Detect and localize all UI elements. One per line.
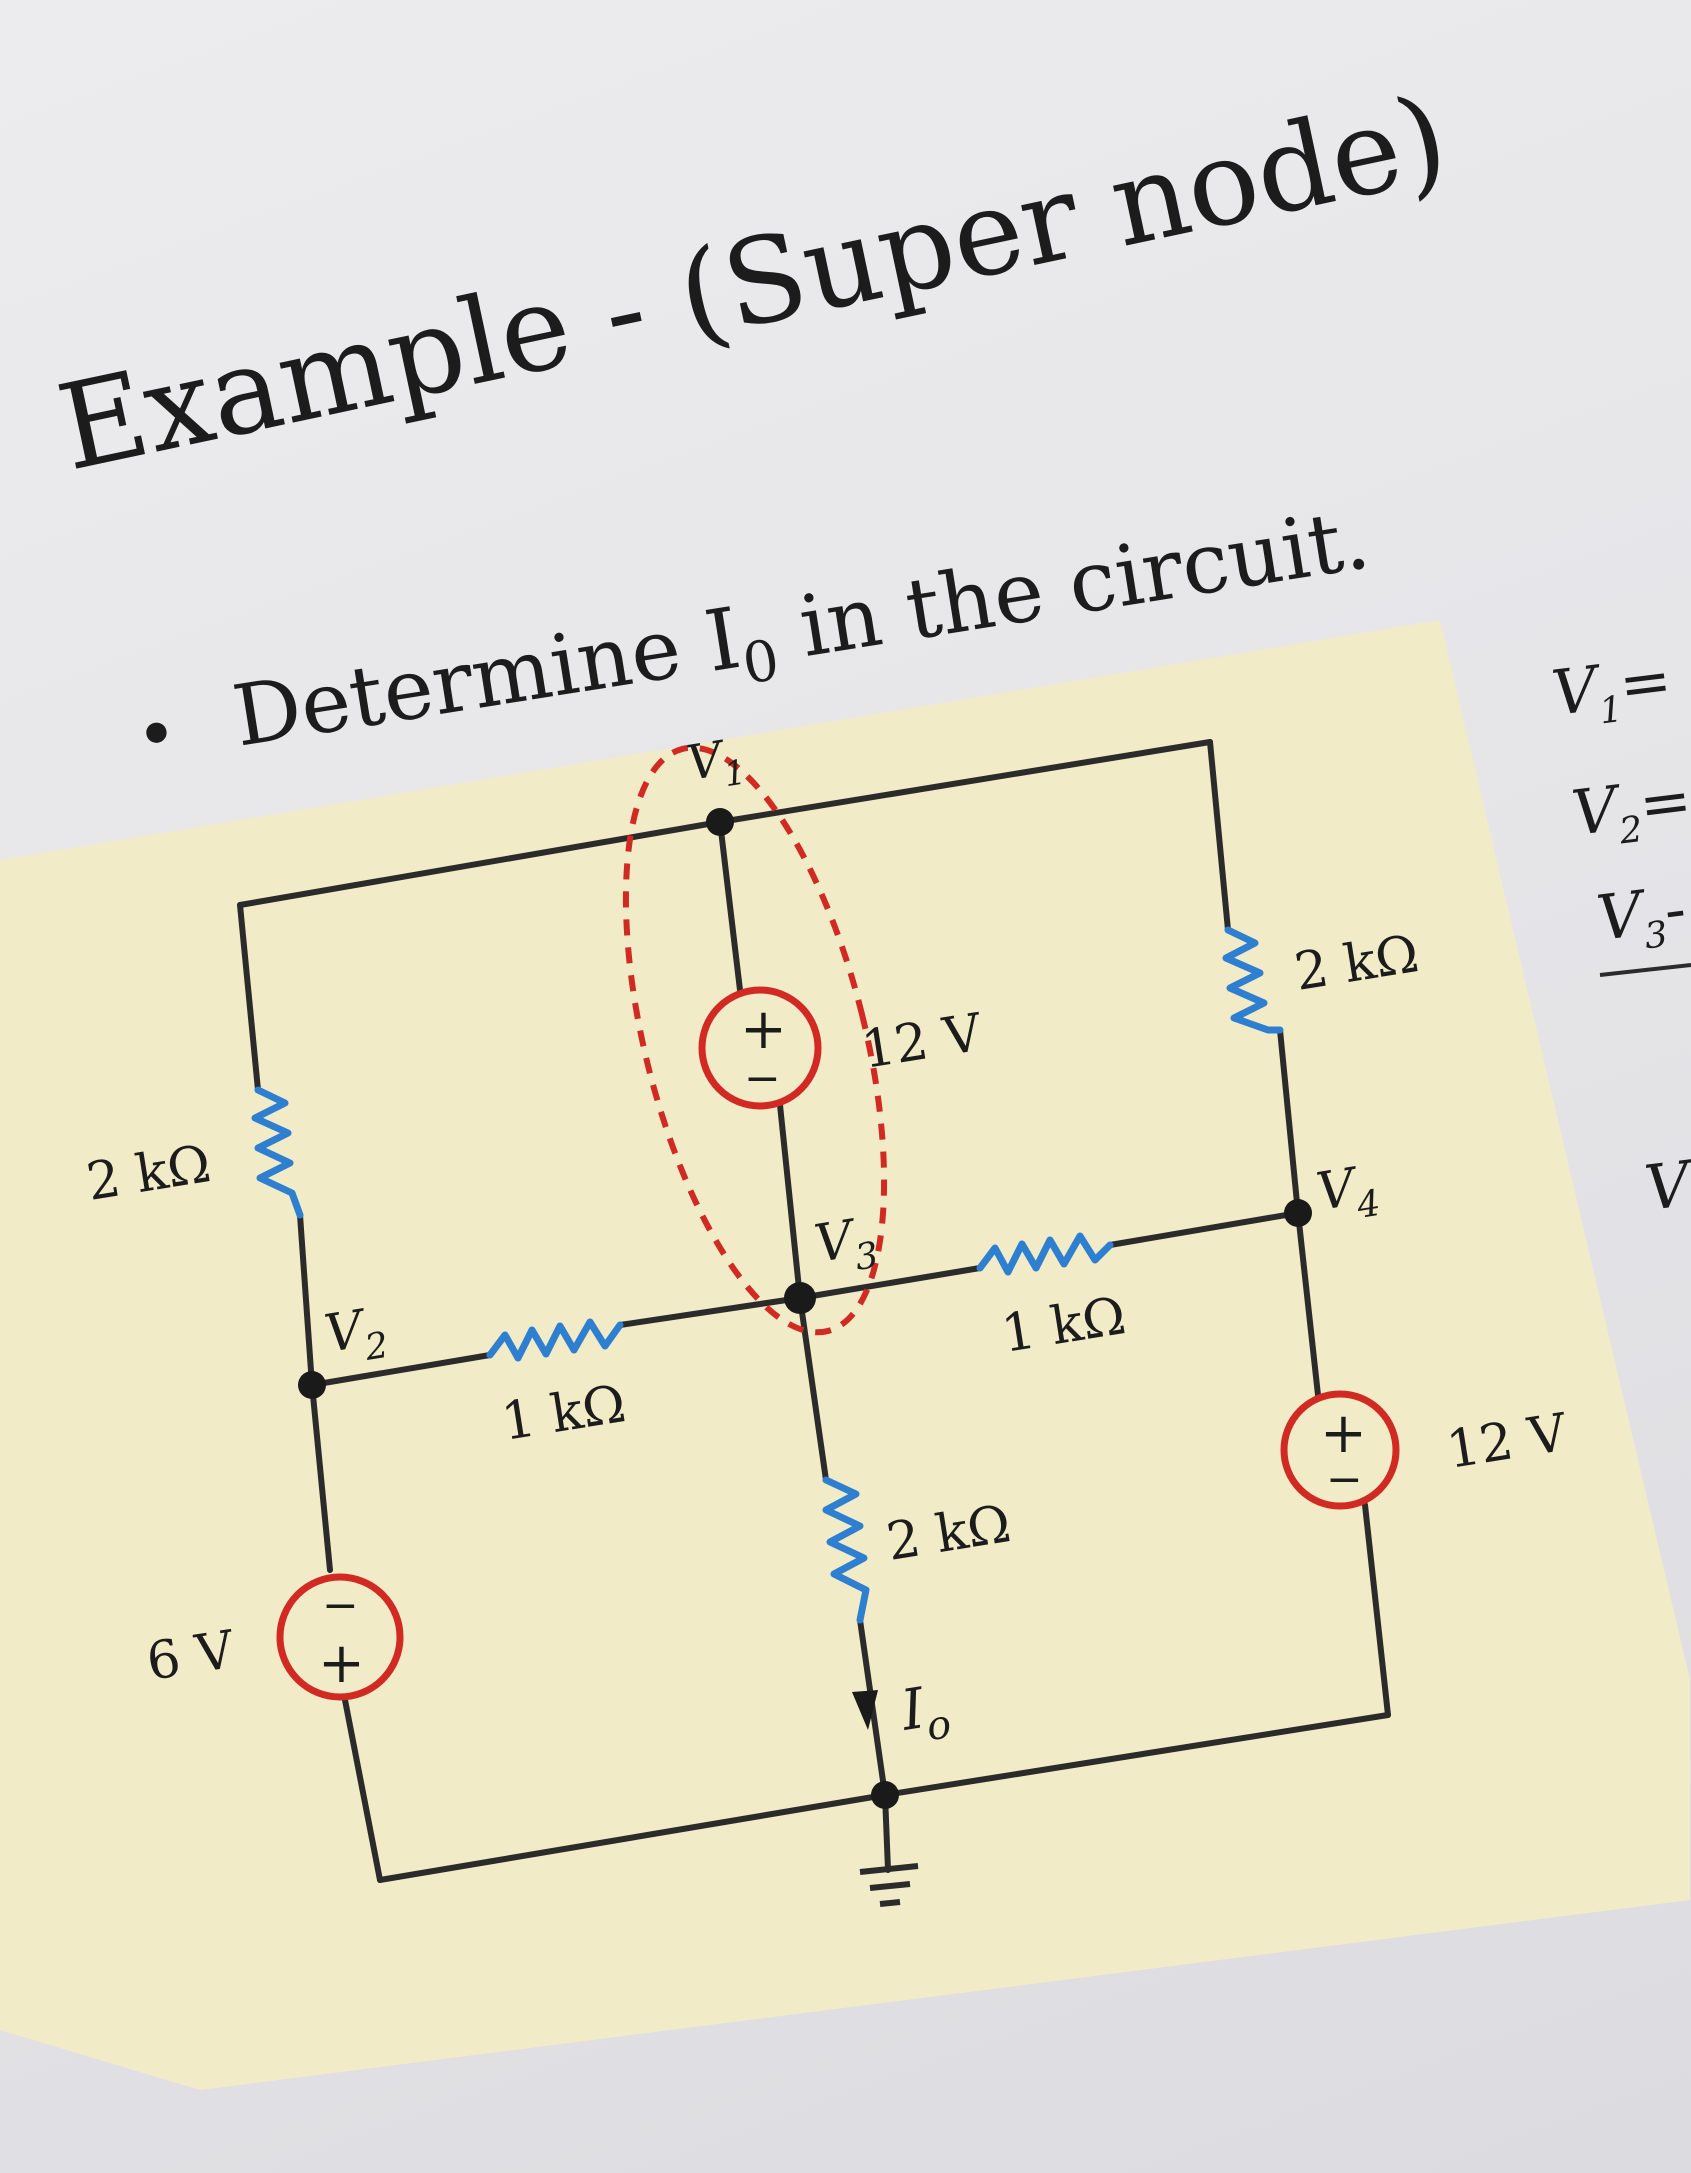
resistor-mid-right-1k (976, 1232, 1114, 1276)
resistor-mid-left-1k (486, 1318, 624, 1362)
node-v1-label: V1 (683, 728, 749, 801)
eq-fraction-bar (1599, 963, 1691, 977)
node-v4-dot (1284, 1199, 1312, 1227)
eq-v-partial: V (1641, 1146, 1691, 1225)
resistor-bottom-2k (822, 1476, 870, 1624)
resistor-left-2k (251, 1086, 304, 1219)
eq-v1: V1= (1548, 643, 1677, 738)
bullet-dot: • (130, 691, 184, 778)
node-v1-dot (706, 808, 734, 836)
eq-v3: V3- (1593, 872, 1691, 963)
node-v3-dot (784, 1282, 816, 1314)
source-top-plus: + (740, 997, 787, 1062)
source-left-plus: + (318, 1631, 365, 1696)
source-left-minus: − (322, 1580, 359, 1631)
source-top-minus: − (744, 1053, 781, 1104)
eq-v2: V2= (1568, 763, 1691, 858)
node-ground-dot (871, 1781, 899, 1809)
resistor-top-right-2k (1222, 926, 1284, 1034)
circuit-panel (0, 620, 1690, 2090)
slide-title: Example - (Super node) (47, 69, 1458, 498)
node-v2-dot (298, 1371, 326, 1399)
source-right-minus: − (1326, 1454, 1363, 1505)
bullet-text-main: Determine I (227, 589, 747, 766)
ground-symbol (859, 1863, 919, 1907)
source-right-plus: + (1320, 1401, 1367, 1466)
current-arrow (852, 1690, 878, 1730)
source-left-6v: − + (276, 1573, 404, 1701)
source-top-12v: + − (698, 986, 822, 1110)
supernode-outline (622, 744, 888, 1336)
src-left-label: 6 V (143, 1620, 240, 1693)
side-equations: V1= V2= V3- V (1548, 643, 1691, 1225)
node-v3-label: V3 (811, 1206, 882, 1285)
source-right-12v: + − (1280, 1390, 1400, 1510)
